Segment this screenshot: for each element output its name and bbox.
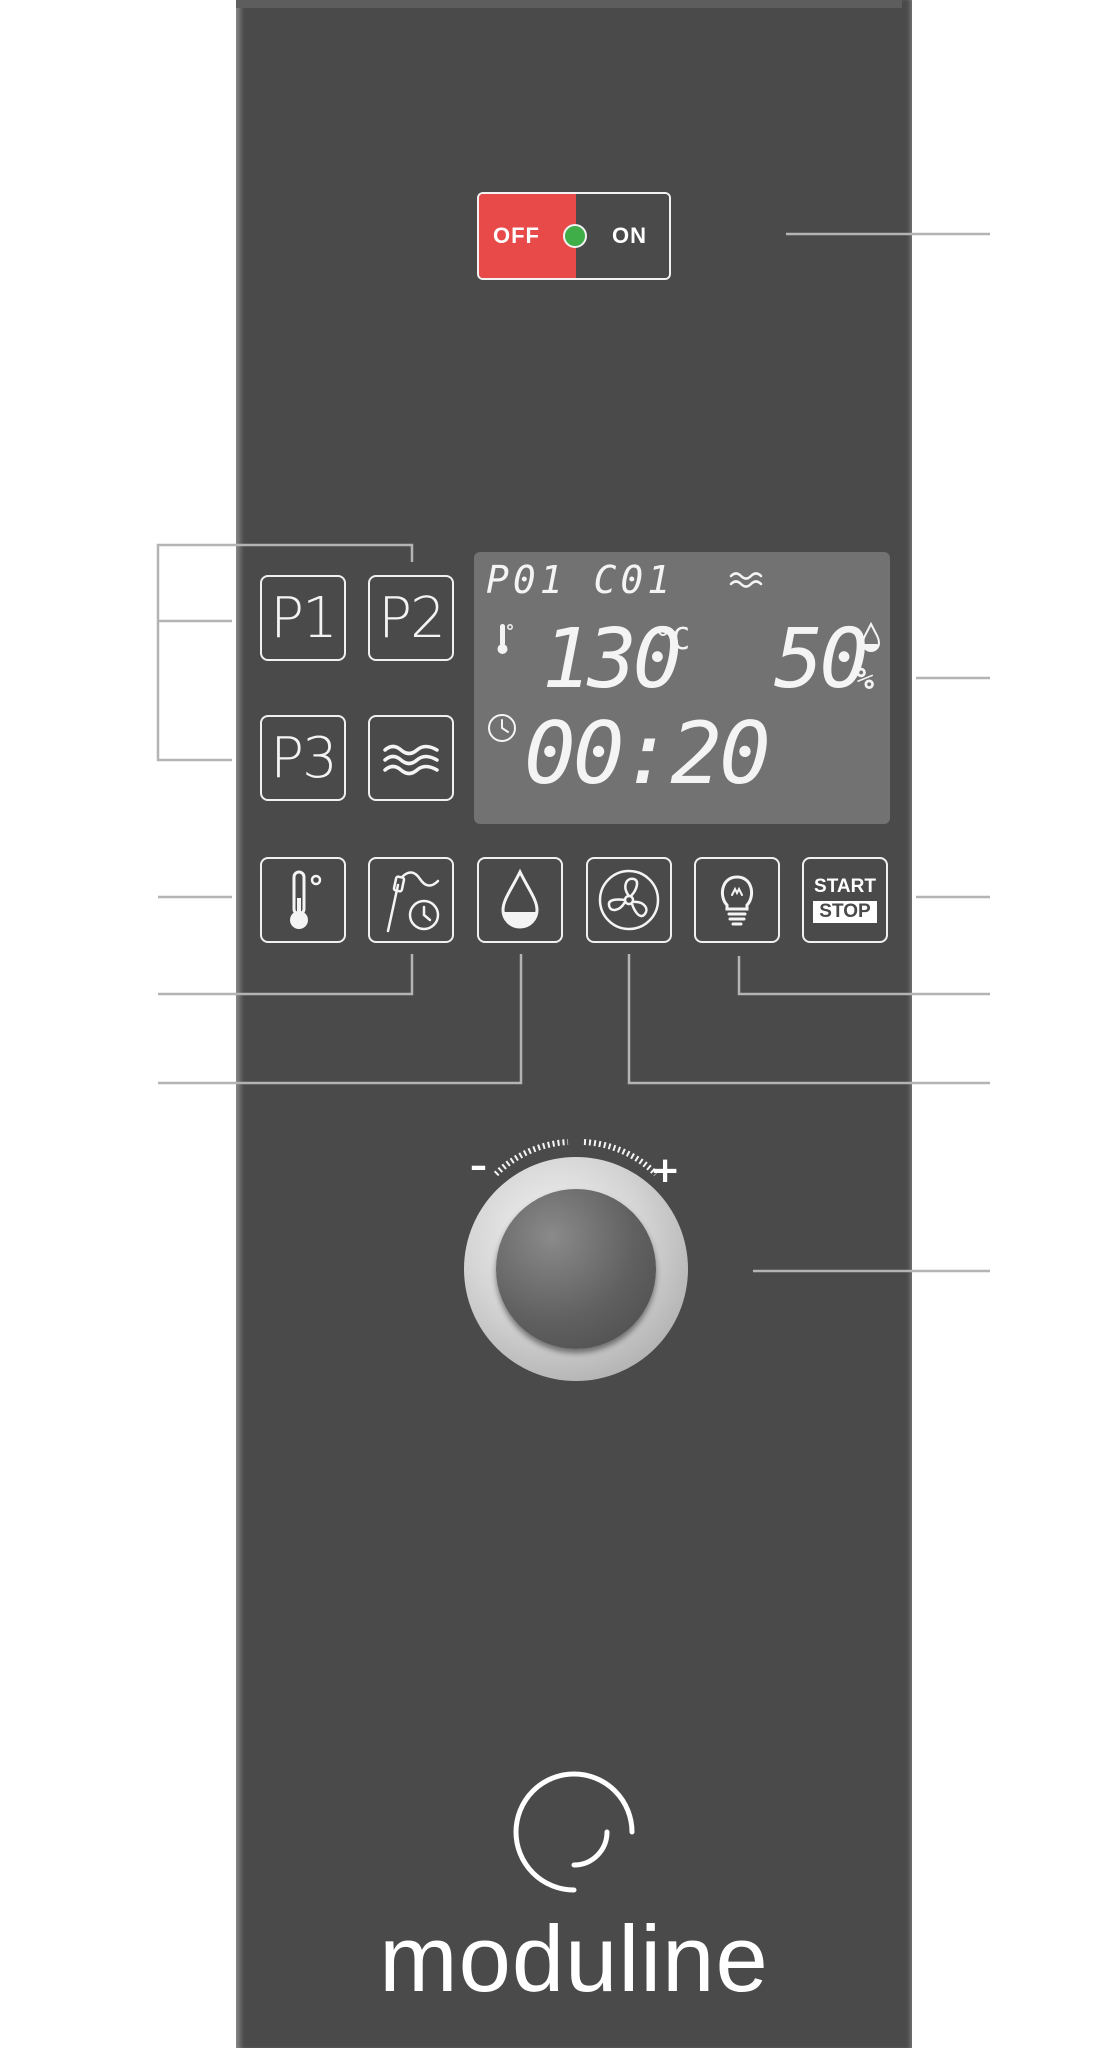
light-bulb-icon [720, 875, 754, 926]
program-button-label: P1 [270, 585, 337, 651]
display-drop-icon [861, 622, 881, 652]
display-temperature-unit: °C [654, 622, 691, 657]
display-temperature: 130 [542, 612, 682, 707]
program-button-p3[interactable]: P3 [260, 715, 346, 801]
knob-scale [493, 1139, 659, 1177]
fan-icon [598, 869, 660, 931]
panel-top-edge [236, 0, 902, 8]
power-on-side[interactable]: ON [576, 194, 669, 278]
program-button-p1[interactable]: P1 [260, 575, 346, 661]
display-program: P01 C01 [486, 558, 675, 602]
stop-label: STOP [813, 901, 877, 923]
knob-plus-label: + [650, 1150, 681, 1191]
lcd-display: P01 C01 130 °C 50 % 00:20 [474, 552, 890, 824]
fan-button[interactable] [586, 857, 672, 943]
core-probe-timer-icon [386, 871, 440, 933]
steam-waves-icon [383, 744, 439, 776]
control-knob[interactable] [464, 1157, 688, 1381]
start-label: START [814, 876, 876, 897]
knob-minus-label: – [470, 1146, 487, 1186]
power-switch[interactable]: OFF ON [477, 192, 671, 280]
power-indicator-led [563, 224, 587, 248]
brand-name: moduline [379, 1906, 769, 2011]
thermometer-icon [290, 870, 322, 929]
display-thermometer-icon [497, 624, 513, 654]
display-humidity: 50 [774, 612, 869, 707]
display-clock-icon [488, 714, 516, 742]
program-button-label: P3 [270, 725, 337, 791]
temperature-button[interactable] [260, 857, 346, 943]
power-on-label: ON [612, 223, 647, 248]
control-panel [236, 0, 912, 2048]
display-time: 00:20 [524, 704, 771, 804]
control-knob-center[interactable] [496, 1189, 656, 1349]
humidity-button[interactable] [477, 857, 563, 943]
display-steam-icon [729, 572, 763, 588]
humidity-drop-icon [501, 868, 539, 929]
light-button[interactable] [694, 857, 780, 943]
moduline-logo-icon [513, 1771, 635, 1893]
display-humidity-unit: % [856, 662, 875, 697]
program-button-p2[interactable]: P2 [368, 575, 454, 661]
start-stop-button[interactable]: START STOP [802, 857, 888, 943]
core-probe-timer-button[interactable] [368, 857, 454, 943]
power-off-side[interactable]: OFF [479, 194, 576, 278]
steam-button[interactable] [368, 715, 454, 801]
power-off-label: OFF [493, 223, 540, 248]
program-button-label: P2 [378, 585, 445, 651]
